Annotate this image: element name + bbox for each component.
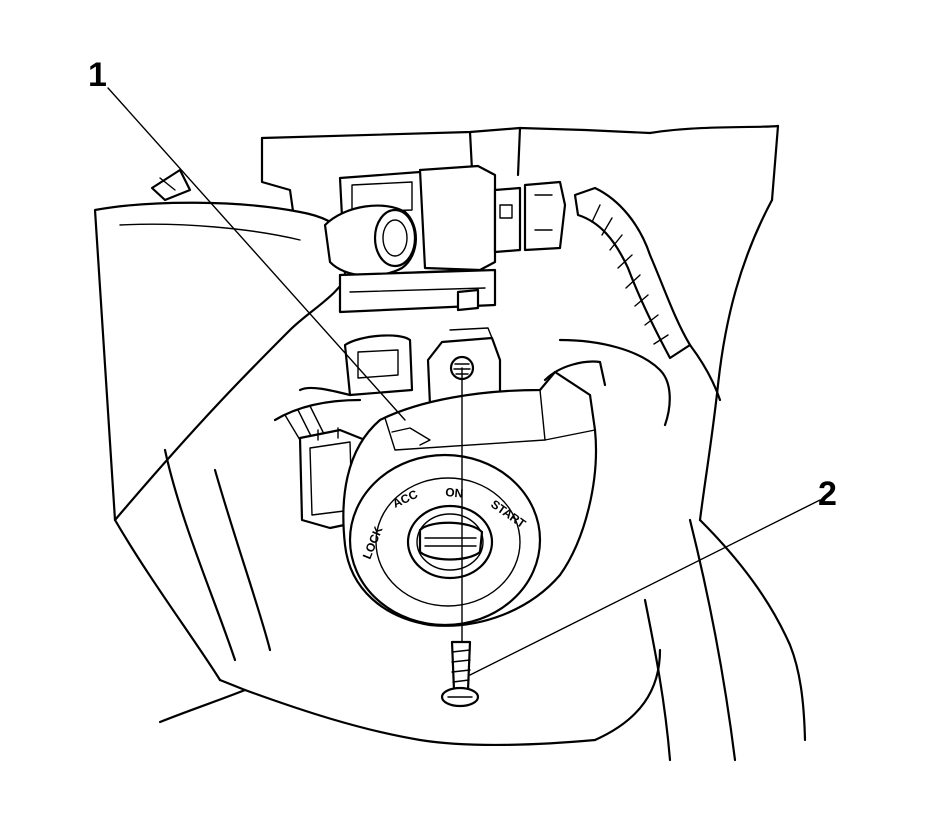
leader-line-1 (107, 87, 406, 421)
callout-1: 1 (88, 56, 107, 94)
leader-lines (107, 87, 821, 676)
switch-connector (273, 334, 414, 441)
callout-2: 2 (818, 475, 837, 513)
leader-line-2 (469, 499, 821, 676)
upper-connector-module (323, 164, 567, 314)
mounting-screw (440, 367, 480, 708)
on-position-label: ON (445, 485, 464, 501)
ignition-switch: LOCK ACC ON START (298, 327, 671, 627)
steering-column-structure (93, 124, 807, 762)
